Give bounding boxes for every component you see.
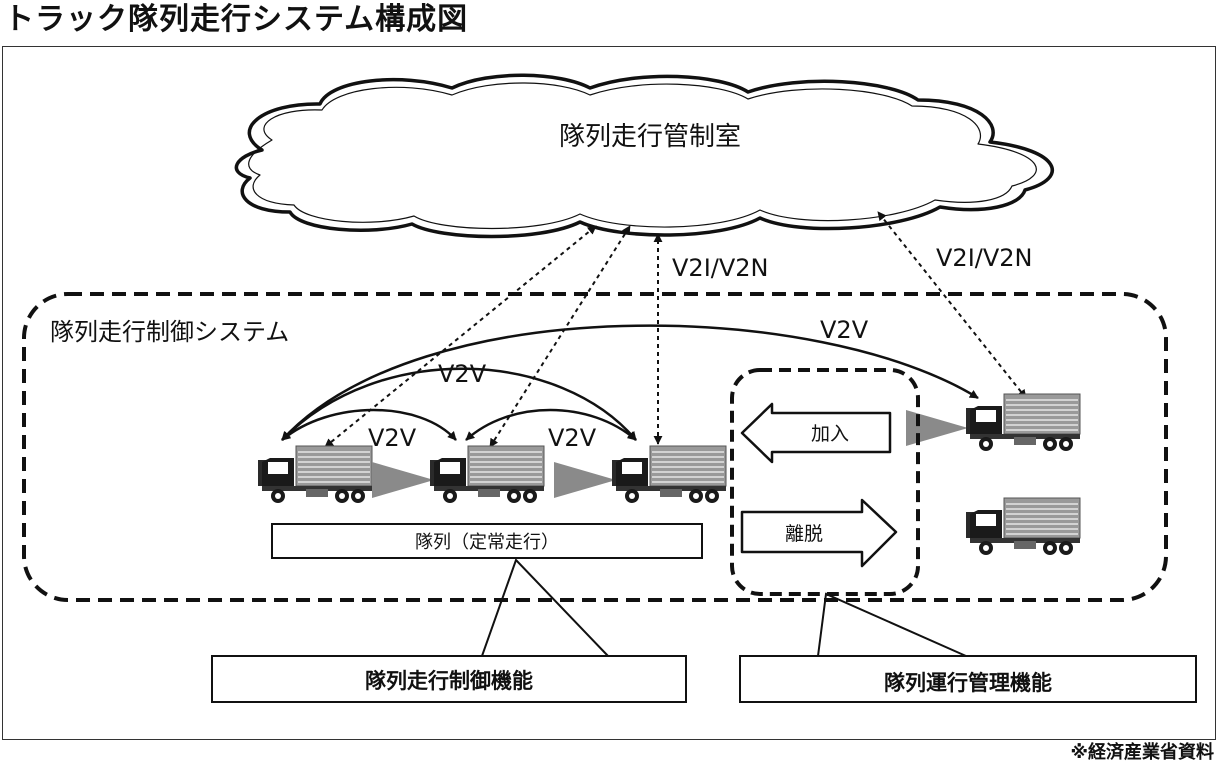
join-leave-group bbox=[730, 368, 920, 596]
leave-label: 離脱 bbox=[785, 523, 823, 545]
v2i-link-1 bbox=[324, 225, 597, 448]
v2i-label-center: V2I/V2N bbox=[672, 254, 769, 282]
platoon-label: 隊列（定常走行） bbox=[415, 532, 559, 553]
v2v-arc-lead-to-third bbox=[281, 367, 637, 441]
join-arrow bbox=[740, 402, 892, 464]
connector-management-function bbox=[817, 592, 967, 657]
control-function-label: 隊列走行制御機能 bbox=[365, 669, 533, 693]
control-system-boundary bbox=[22, 292, 1168, 602]
truck-third bbox=[611, 445, 727, 504]
leave-arrow bbox=[740, 498, 898, 568]
v2v-label-left: V2V bbox=[368, 424, 417, 452]
v2i-label-right: V2I/V2N bbox=[936, 244, 1033, 272]
v2v-arc-to-joining-truck bbox=[281, 324, 979, 441]
v2v-label-right: V2V bbox=[548, 424, 597, 452]
management-function-box bbox=[739, 655, 1197, 703]
control-system-label: 隊列走行制御システム bbox=[50, 318, 289, 346]
truck-joining bbox=[965, 393, 1081, 452]
control-room-cloud: 隊列走行管制室 bbox=[234, 73, 1054, 239]
join-label: 加入 bbox=[811, 423, 849, 445]
truck-second bbox=[429, 445, 545, 504]
management-function-label: 隊列運行管理機能 bbox=[884, 671, 1052, 695]
v2v-label-top: V2V bbox=[820, 316, 869, 344]
cloud-label: 隊列走行管制室 bbox=[559, 122, 741, 152]
sensor-beam-joining bbox=[906, 410, 968, 446]
source-note: ※経済産業省資料 bbox=[1070, 742, 1215, 763]
truck-lead bbox=[257, 445, 373, 504]
v2v-arc-second-to-third bbox=[465, 408, 637, 441]
connector-control-function bbox=[481, 558, 609, 657]
page-title: トラック隊列走行システム構成図 bbox=[4, 2, 469, 37]
truck-leaving bbox=[965, 497, 1081, 556]
sensor-beam-2 bbox=[554, 462, 616, 498]
control-function-box bbox=[211, 655, 687, 703]
diagram-frame bbox=[2, 46, 1216, 740]
v2v-arc-lead-to-second bbox=[281, 408, 457, 441]
platoon-box bbox=[271, 523, 703, 559]
v2v-label-mid: V2V bbox=[438, 360, 487, 388]
sensor-beam-1 bbox=[372, 462, 434, 498]
